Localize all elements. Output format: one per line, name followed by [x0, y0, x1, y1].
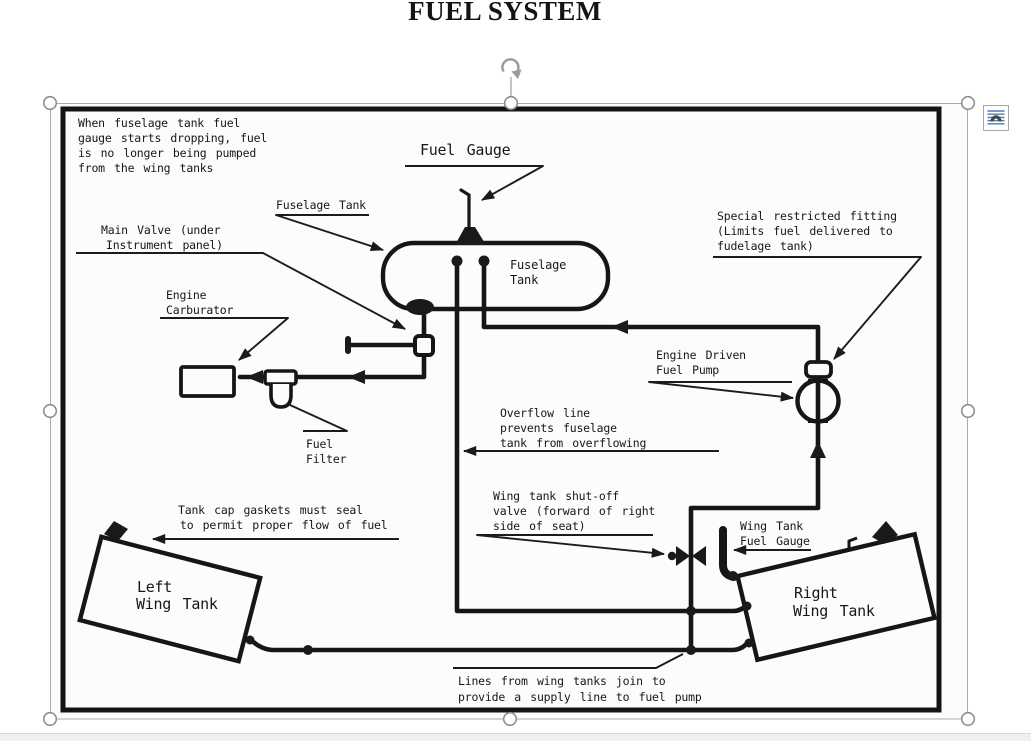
window-bottom-strip: [0, 733, 1031, 741]
label-carburator-2: Carburator: [166, 303, 234, 317]
label-note-1: When fuselage tank fuel: [78, 116, 240, 130]
wing-tank-gauge-foot: [728, 571, 738, 581]
resize-handle-bottom-center[interactable]: [502, 711, 518, 727]
document-title[interactable]: FUEL SYSTEM: [408, 0, 602, 26]
label-carburator-1: Engine: [166, 288, 207, 302]
label-note-3: is no longer being pumped: [78, 146, 256, 160]
carburetor-symbol: [179, 365, 236, 398]
special-fitting-symbol: [804, 360, 833, 379]
shutoff-valve-left: [676, 546, 690, 566]
shutoff-valve-right: [692, 546, 706, 566]
label-tank-cap-2: to permit proper flow of fuel: [180, 518, 387, 532]
label-supply-join-1: Lines from wing tanks join to: [458, 674, 666, 688]
pipe-wing-supply: [247, 636, 751, 653]
leader-special-fitting: [713, 256, 922, 360]
right-wing-tank-shape: [734, 531, 938, 663]
pipe-carb-feed: [237, 309, 427, 380]
leader-supply-join: [453, 653, 684, 669]
text-wrap-icon: [987, 110, 1005, 125]
selection-chrome: [42, 58, 976, 727]
label-fuel-filter-1: Fuel: [306, 437, 333, 451]
label-special-fitting-2: (Limits fuel delivered to: [717, 224, 893, 238]
label-main-valve-2: Instrument panel): [106, 238, 223, 252]
label-tank-cap-1: Tank cap gaskets must seal: [178, 503, 363, 517]
junction-dots: [245, 601, 754, 655]
left-tank-cap: [104, 521, 128, 541]
label-right-tank-2: Wing Tank: [793, 602, 875, 620]
layout-options-button[interactable]: [983, 105, 1009, 131]
label-wing-gauge-2: Fuel Gauge: [740, 534, 810, 548]
label-fuselage-tank-1: Fuselage: [510, 258, 566, 272]
label-right-tank-1: Right: [794, 584, 838, 602]
left-wing-tank-shape: [77, 534, 263, 664]
leader-shutoff-valve: [476, 534, 666, 558]
label-note-2: gauge starts dropping, fuel: [78, 131, 267, 145]
label-special-fitting-1: Special restricted fitting: [717, 209, 897, 223]
label-fuselage-tank-callout: Fuselage Tank: [276, 198, 366, 212]
resize-handles: [42, 95, 976, 727]
selected-image[interactable]: When fuselage tank fuel gauge starts dro…: [51, 104, 967, 719]
label-left-tank-2: Wing Tank: [136, 595, 218, 613]
fuel-filter-symbol: [269, 384, 293, 409]
fuel-filter-flange: [263, 369, 298, 386]
valve-handle-cap: [345, 336, 351, 354]
main-valve-symbol: [413, 334, 435, 357]
leader-engine-pump: [648, 381, 795, 402]
fuselage-tank-shape: [380, 240, 611, 312]
fuel-gauge-symbol: [459, 188, 471, 231]
label-fuel-gauge: Fuel Gauge: [420, 141, 511, 159]
label-special-fitting-3: fudelage tank): [717, 239, 814, 253]
flow-arrow-feed-2: [246, 370, 263, 384]
label-overflow-1: Overflow line: [500, 406, 590, 420]
pipe-return: [481, 259, 821, 654]
label-fuselage-tank-2: Tank: [510, 273, 539, 287]
leader-fuel-gauge: [405, 165, 544, 201]
fuel-gauge-mount: [455, 227, 486, 245]
right-tank-vent: [847, 536, 858, 551]
label-shutoff-3: side of seat): [493, 519, 585, 533]
label-shutoff-1: Wing tank shut-off: [493, 489, 619, 503]
label-engine-pump-1: Engine Driven: [656, 348, 746, 362]
resize-handle-middle-right[interactable]: [960, 403, 976, 419]
tank-outlet-fitting: [406, 299, 434, 315]
label-note-4: from the wing tanks: [78, 161, 213, 175]
resize-handle-top-left[interactable]: [42, 95, 58, 111]
flow-arrow-feed-1: [348, 370, 365, 384]
resize-handle-middle-left[interactable]: [42, 403, 58, 419]
label-wing-gauge-1: Wing Tank: [740, 519, 803, 533]
rotate-handle-icon[interactable]: [501, 58, 522, 79]
resize-handle-bottom-right[interactable]: [960, 711, 976, 727]
fuel-pump-ports: [808, 379, 828, 423]
tank-pipe-port-right: [478, 255, 490, 267]
label-overflow-3: tank from overflowing: [500, 436, 646, 450]
flow-arrow-to-pump: [810, 441, 826, 458]
label-shutoff-2: valve (forward of right: [493, 504, 655, 518]
label-left-tank-1: Left: [137, 578, 172, 596]
leader-carburator: [160, 317, 289, 361]
leader-fuselage-tank: [275, 214, 385, 251]
shutoff-valve-nub: [667, 551, 677, 561]
label-main-valve-1: Main Valve (under: [101, 223, 221, 237]
resize-handle-top-center[interactable]: [503, 95, 519, 111]
label-engine-pump-2: Fuel Pump: [656, 363, 719, 377]
tank-pipe-port-left: [451, 255, 463, 267]
leader-fuel-filter: [289, 404, 348, 432]
label-fuel-filter-2: Filter: [306, 452, 347, 466]
label-overflow-2: prevents fuselage: [500, 421, 617, 435]
label-supply-join-2: provide a supply line to fuel pump: [458, 690, 702, 704]
resize-handle-top-right[interactable]: [960, 95, 976, 111]
flow-arrow-to-tank: [611, 320, 628, 334]
diagram-frame: [60, 106, 942, 713]
resize-handle-bottom-left[interactable]: [42, 711, 58, 727]
right-tank-cap: [872, 521, 898, 544]
leader-main-valve: [76, 252, 406, 330]
